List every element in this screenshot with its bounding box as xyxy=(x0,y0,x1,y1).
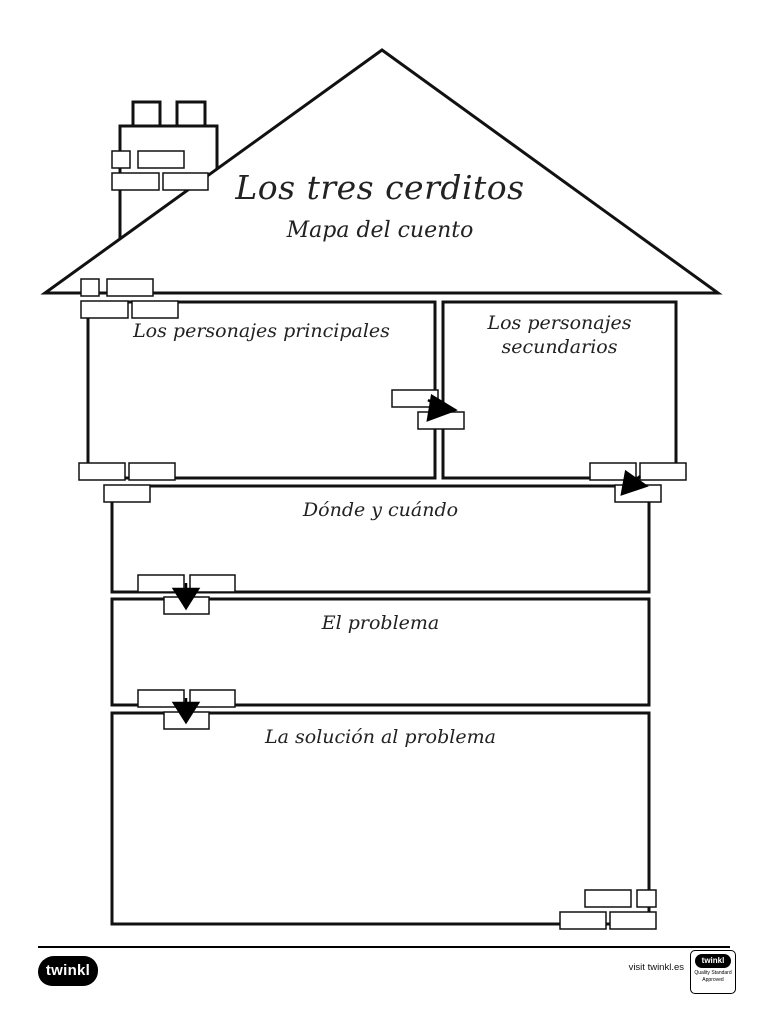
bricks xyxy=(78,150,687,930)
section-label-solucion: La solución al problema xyxy=(265,726,496,748)
quality-badge: twinkl Quality Standard Approved xyxy=(690,950,736,994)
badge-line2: Approved xyxy=(702,977,724,983)
box-personajes-secundarios xyxy=(441,300,678,480)
badge-line1: Quality Standard xyxy=(694,970,732,976)
twinkl-logo: twinkl xyxy=(38,956,98,986)
chimney-pot-left xyxy=(131,100,162,128)
box-personajes-principales xyxy=(86,300,437,480)
roof xyxy=(40,48,723,295)
arrow-down-left-icon xyxy=(620,469,649,496)
worksheet-title: Los tres cerditos xyxy=(235,168,525,207)
chimney-pot-right xyxy=(175,100,207,128)
arrow-down-icon xyxy=(171,698,201,725)
worksheet-subtitle: Mapa del cuento xyxy=(286,218,474,243)
section-label-personajes-principales: Los personajes principales xyxy=(133,320,390,342)
footer-divider xyxy=(38,946,730,948)
box-problema xyxy=(110,597,651,707)
section-label-personajes-secundarios-line2: secundarios xyxy=(501,336,618,358)
visit-link[interactable]: visit twinkl.es xyxy=(628,962,684,973)
box-solucion xyxy=(110,711,651,926)
section-label-problema: El problema xyxy=(321,612,440,634)
section-label-personajes-secundarios-line1: Los personajes xyxy=(487,312,632,334)
arrow-down-icon xyxy=(171,583,201,611)
badge-brand: twinkl xyxy=(695,954,731,968)
arrow-right-icon xyxy=(426,393,458,422)
section-label-donde-cuando: Dónde y cuándo xyxy=(302,499,459,521)
